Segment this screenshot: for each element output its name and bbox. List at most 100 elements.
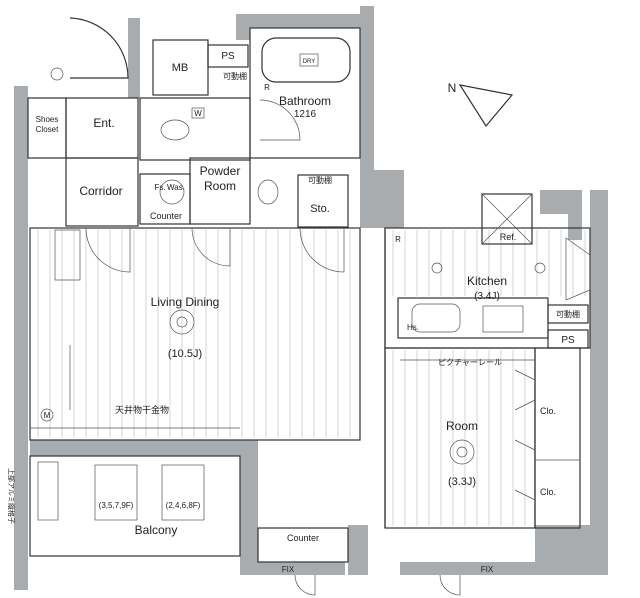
aircon-outdoor <box>37 461 59 521</box>
room-light-icon <box>449 439 475 465</box>
r-label-1: R <box>264 83 270 92</box>
bathtub <box>261 37 351 83</box>
wall-entrance <box>128 18 140 98</box>
fixtures <box>40 37 546 501</box>
bathroom-door[interactable] <box>259 99 301 141</box>
living-dining-label: Living Dining <box>151 295 220 309</box>
balcony-outline <box>29 455 241 557</box>
living-light-icon <box>169 309 195 335</box>
living-outline <box>29 227 361 441</box>
wall-bottom-right <box>400 562 540 575</box>
intercom-icon <box>50 67 64 81</box>
room-light-center <box>456 446 468 458</box>
r-label-2: R <box>395 235 401 244</box>
entrance-label: Ent. <box>93 116 114 130</box>
storage-outline <box>297 174 349 228</box>
shoes-closet-label-2: Closet <box>36 125 59 134</box>
dry-label: DRY <box>303 59 316 65</box>
lavatory-outline <box>139 97 251 161</box>
room-size: (3.3J) <box>448 476 476 488</box>
ps-kitchen-label: PS <box>561 335 575 346</box>
powder-room-label-1: Powder <box>200 164 241 178</box>
fs-label: Fs. <box>154 183 165 192</box>
kitchen-light-icon <box>431 262 443 274</box>
basin-icon <box>257 179 279 205</box>
fridge-space <box>481 193 533 245</box>
meter-icon <box>40 408 54 422</box>
wall-bathroom-top <box>236 14 360 40</box>
closet-doors <box>514 369 536 501</box>
wall-column-bottom <box>348 525 368 575</box>
kitchen-window <box>565 237 591 301</box>
kitchen-size: (3.4J) <box>474 291 500 302</box>
powder-room-label-2: Room <box>204 179 236 193</box>
hatch-b <box>161 464 205 521</box>
m-label: M <box>44 411 51 420</box>
dryer-icon <box>299 53 319 67</box>
ps-top-label: PS <box>221 51 235 62</box>
doors <box>54 17 591 596</box>
closet-label-2: Clo. <box>540 487 556 497</box>
w-box-icon <box>191 107 205 119</box>
fridge-cross-2 <box>481 193 533 245</box>
sink-icon <box>411 303 461 333</box>
wall-bottom-left <box>258 562 345 575</box>
picture-rail-label: ピクチャーレール <box>438 358 502 367</box>
wall-corner-bottom <box>535 525 590 575</box>
entrance-door[interactable] <box>69 17 129 79</box>
w-label: W <box>194 109 202 118</box>
closet-label-1: Clo. <box>540 406 556 416</box>
unit-a-label: (3,5,7,9F) <box>99 501 134 510</box>
entrance-outline <box>65 97 139 159</box>
unit-b-label: (2,4,6,8F) <box>166 501 201 510</box>
living-window-frame <box>54 229 81 281</box>
ps-outline <box>207 44 249 68</box>
kitchen-ps-box <box>547 329 589 349</box>
ref-label: Ref. <box>500 232 517 242</box>
wall-left-upper <box>14 86 28 555</box>
compass-arrow-icon <box>458 84 514 128</box>
wall-left-lower <box>14 555 28 590</box>
washer-icon <box>159 179 185 205</box>
wall-balcony-top <box>30 440 240 456</box>
living-dining-size: (10.5J) <box>168 348 202 360</box>
fix-label-2: FIX <box>481 565 494 574</box>
washer-label: Was. <box>167 183 185 192</box>
mb-label: MB <box>172 62 189 74</box>
corridor-door[interactable] <box>85 227 131 273</box>
bathroom-label: Bathroom <box>279 94 331 108</box>
sliding-window-2[interactable] <box>439 574 461 596</box>
shoes-closet-label-1: Shoes <box>36 115 59 124</box>
side-note-label: 上部アルミ縦格子 <box>7 468 16 524</box>
wall-right-upper <box>360 6 404 228</box>
hs-label: Hs. <box>407 323 419 332</box>
corridor-label: Corridor <box>79 184 122 198</box>
storage-label: Sto. <box>310 203 330 215</box>
balcony-label: Balcony <box>135 523 178 537</box>
labels: Living Dining (10.5J) Kitchen (3.4J) Roo… <box>7 51 580 574</box>
counter-bottom-label: Counter <box>287 533 319 543</box>
kitchen-light-icon-2 <box>534 262 546 274</box>
room-label: Room <box>446 419 478 433</box>
interior-lines <box>27 27 591 563</box>
shelf-kitchen-label: 可動棚 <box>556 309 580 319</box>
wall-balcony-side <box>240 440 258 575</box>
compass-label: N <box>448 81 457 95</box>
bathroom-outline <box>249 27 361 159</box>
ceiling-hanger-label: 天井物干金物 <box>115 404 169 415</box>
walls <box>14 6 608 590</box>
closet-outline <box>534 347 581 529</box>
sliding-window-1[interactable] <box>294 574 316 596</box>
bottom-counter <box>257 527 349 563</box>
stove-icon <box>482 305 524 333</box>
shelf-top-label: 可動棚 <box>223 71 247 81</box>
fix-label-1: FIX <box>282 565 295 574</box>
living-door[interactable] <box>191 227 231 267</box>
toilet-icon <box>160 119 190 141</box>
hatch-a <box>94 464 138 521</box>
room-outline <box>384 347 536 529</box>
kitchen-shelf-box <box>547 304 589 324</box>
shelf-sto-label: 可動棚 <box>308 175 332 185</box>
storage-door[interactable] <box>299 227 345 273</box>
